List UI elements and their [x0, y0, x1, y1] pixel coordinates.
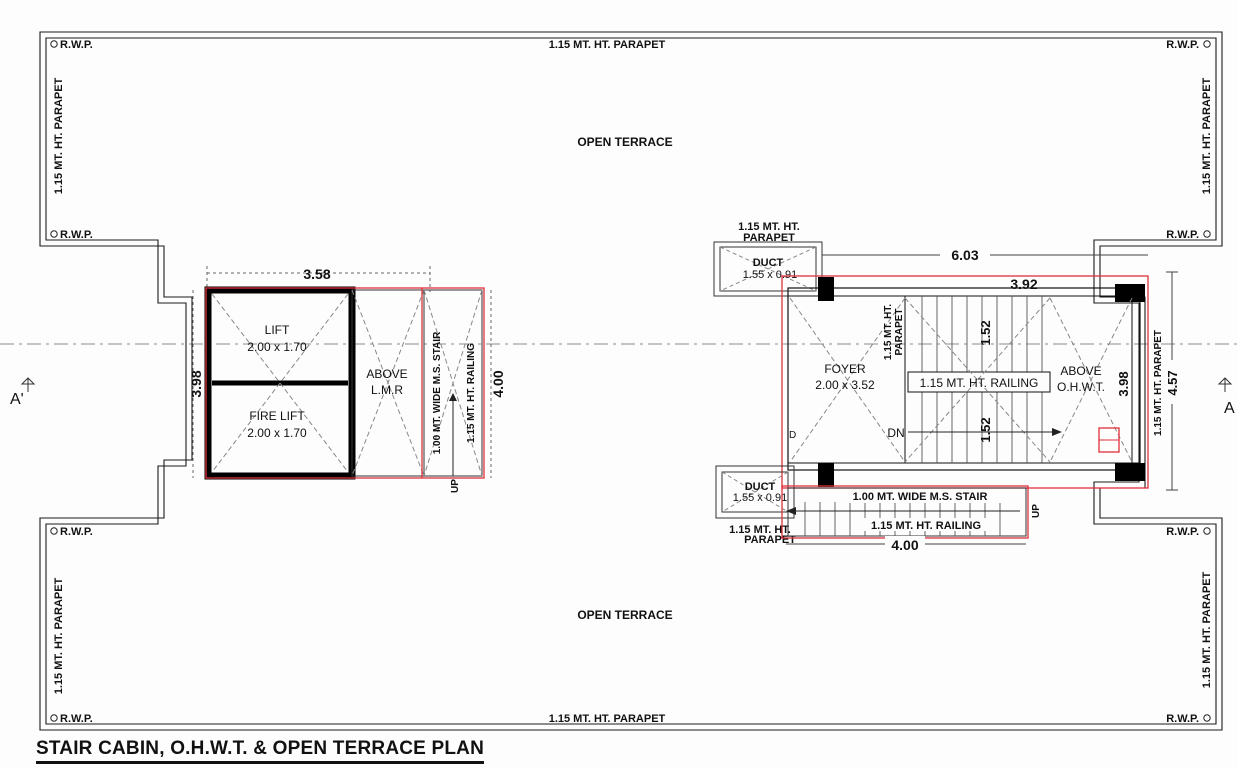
above-lmr-line1: ABOVE: [366, 367, 407, 381]
d-label: D: [789, 430, 796, 441]
top-parapet-line2: PARAPET: [743, 232, 795, 244]
bottom-duct-size: 1.55 x 0.91: [733, 492, 787, 504]
drawing-title: STAIR CABIN, O.H.W.T. & OPEN TERRACE PLA…: [36, 738, 485, 764]
rwp-label-br1: R.W.P.: [1166, 526, 1199, 538]
open-terrace-bottom: OPEN TERRACE: [577, 608, 672, 622]
overall-width-dim: 6.03: [951, 247, 978, 263]
left-stair-length-dim: 4.00: [490, 370, 506, 397]
rwp-label-br2: R.W.P.: [1166, 713, 1199, 725]
lift-name: LIFT: [265, 323, 290, 337]
inner-height-dim: 3.98: [1116, 371, 1131, 396]
rwp-label-mr: R.W.P.: [1166, 229, 1199, 241]
overall-height-dim: 4.57: [1165, 370, 1180, 395]
rwp-label-bl2: R.W.P.: [60, 713, 93, 725]
bottom-parapet-line1: 1.15 MT. HT.: [729, 524, 791, 536]
dn-label: DN: [887, 426, 904, 440]
inner-width-dim: 3.92: [1010, 276, 1037, 292]
inner-parapet-line2: PARAPET: [894, 308, 905, 355]
rwp-label-ml: R.W.P.: [60, 229, 93, 241]
parapet-label-top: 1.15 MT. HT. PARAPET: [549, 39, 666, 51]
parapet-label-right-top: 1.15 MT. HT. PARAPET: [1201, 77, 1213, 194]
mid-railing-label: 1.15 MT. HT. RAILING: [920, 376, 1039, 390]
section-label-left: A': [10, 391, 24, 408]
fire-lift-size: 2.00 x 1.70: [247, 426, 307, 440]
lift-height-dim: 3.98: [188, 370, 204, 397]
parapet-label-left-bottom: 1.15 MT. HT. PARAPET: [53, 577, 65, 694]
parapet-label-right-bottom: 1.15 MT. HT. PARAPET: [1201, 571, 1213, 688]
fire-lift-name: FIRE LIFT: [249, 409, 305, 423]
rwp-label-tl: R.W.P.: [60, 39, 93, 51]
side-parapet-label: 1.15 MT. HT. PARAPET: [1153, 330, 1164, 436]
top-duct-size: 1.55 x 0.91: [743, 269, 797, 281]
rwp-markers: R.W.P. R.W.P. R.W.P. R.W.P. R.W.P. R.W.P…: [50, 39, 1211, 725]
bottom-up-label: UP: [1031, 504, 1042, 518]
foyer-name: FOYER: [824, 362, 866, 376]
bottom-stair-length-dim: 4.00: [891, 537, 918, 553]
bottom-parapet-line2: PARAPET: [744, 534, 796, 546]
section-label-right: A: [1224, 400, 1235, 417]
inner-parapet-line1: 1.15 MT. HT.: [883, 304, 894, 360]
bottom-duct-name: DUCT: [745, 481, 776, 493]
above-lmr-line2: L.M.R: [371, 383, 403, 397]
foyer-size: 2.00 x 3.52: [815, 378, 875, 392]
lift-width-dim: 3.58: [303, 266, 330, 282]
rwp-label-bl1: R.W.P.: [60, 526, 93, 538]
flight-bottom-dim: 1.52: [978, 417, 993, 442]
top-parapet-line1: 1.15 MT. HT.: [738, 221, 800, 233]
above-ohwt-line2: O.H.W.T.: [1057, 380, 1105, 394]
parapet-label-bottom: 1.15 MT. HT. PARAPET: [549, 713, 666, 725]
parapet-label-left-top: 1.15 MT. HT. PARAPET: [53, 77, 65, 194]
lift-size: 2.00 x 1.70: [247, 340, 307, 354]
section-line: A' A: [0, 343, 1237, 417]
terrace-labels: OPEN TERRACE OPEN TERRACE 1.15 MT. HT. P…: [53, 39, 1213, 725]
above-ohwt-line1: ABOVE: [1060, 364, 1101, 378]
left-up-label: UP: [450, 479, 461, 493]
terrace-outline: [39, 31, 1223, 731]
bottom-railing-label: 1.15 MT. HT. RAILING: [871, 520, 981, 532]
left-stair-label: 1.00 MT. WIDE M.S. STAIR: [432, 331, 443, 454]
left-block: 3.58 3.98 LIFT 2.00 x 1.70 FIRE LIFT 2.0…: [188, 266, 506, 493]
rwp-label-tr: R.W.P.: [1166, 39, 1199, 51]
flight-top-dim: 1.52: [978, 320, 993, 345]
top-duct-name: DUCT: [753, 257, 784, 269]
bottom-stair-label: 1.00 MT. WIDE M.S. STAIR: [853, 491, 988, 503]
left-railing-label: 1.15 MT. HT. RAILING: [466, 343, 477, 443]
right-block: 1.15 MT. HT. PARAPET DUCT 1.55 x 0.91 6.…: [713, 221, 1180, 553]
open-terrace-top: OPEN TERRACE: [577, 135, 672, 149]
